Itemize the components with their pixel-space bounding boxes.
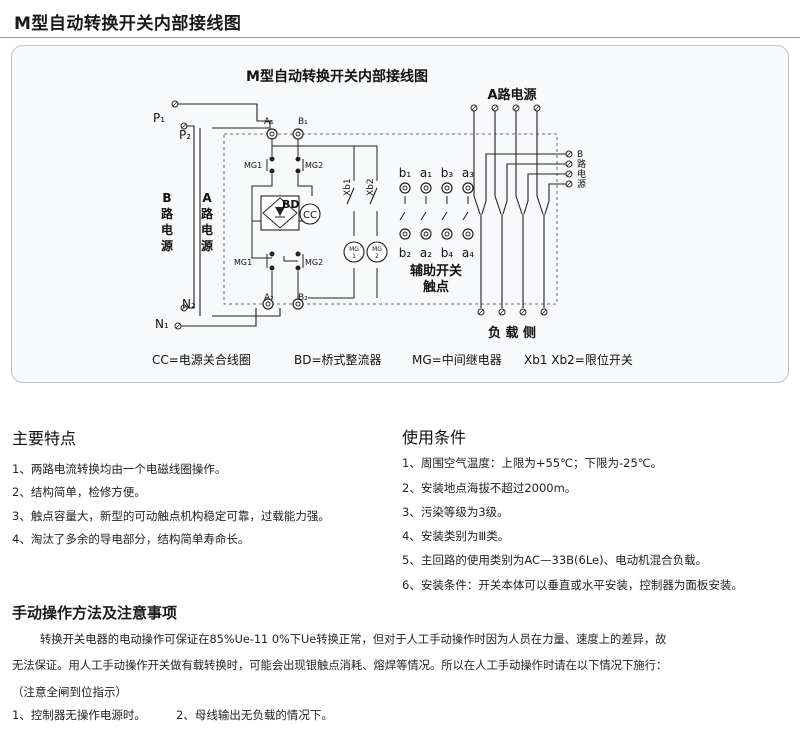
feature-item: 1、两路电流转换均由一个电磁线圈操作。 bbox=[12, 462, 227, 476]
aux-top-terminals bbox=[399, 182, 474, 194]
svg-text:路: 路 bbox=[201, 206, 214, 221]
label-b1: B₁ bbox=[298, 117, 308, 127]
condition-item: 1、周围空气温度：上限为+55℃；下限为-25℃。 bbox=[402, 456, 663, 470]
label-a1: A₁ bbox=[264, 117, 274, 127]
condition-item: 2、安装地点海拔不超过2000m。 bbox=[402, 481, 577, 495]
svg-text:辅助开关: 辅助开关 bbox=[410, 263, 462, 279]
main-contact-wiring bbox=[473, 111, 569, 308]
aux-switches bbox=[399, 196, 469, 221]
xb2-label: Xb2 bbox=[366, 178, 376, 196]
wiring-diagram: M型自动转换开关内部接线图 P₁ P₂ N₂ N₁ B 路 电 源 A 路 bbox=[152, 68, 633, 367]
condition-item: 6、安装条件：开关本体可以垂直或水平安装，控制器为面板安装。 bbox=[402, 578, 743, 592]
svg-text:a₂: a₂ bbox=[420, 246, 432, 260]
label-cc: CC bbox=[303, 210, 317, 221]
features-heading: 主要特点 bbox=[12, 429, 77, 448]
svg-text:b₄: b₄ bbox=[441, 246, 454, 260]
label-mg1-bot: MG1 bbox=[234, 258, 252, 267]
mg1-coil-num: 1 bbox=[352, 253, 356, 260]
svg-text:B: B bbox=[162, 191, 171, 205]
b-source-vertical-label: B 路 电 源 bbox=[161, 191, 174, 253]
label-p2: P₂ bbox=[179, 128, 191, 142]
svg-text:源: 源 bbox=[161, 238, 173, 253]
svg-text:a₄: a₄ bbox=[462, 246, 474, 260]
svg-text:A: A bbox=[202, 191, 212, 205]
label-bd: BD bbox=[282, 198, 300, 211]
title-divider bbox=[0, 37, 800, 38]
manual-paragraph-line2: 无法保证。用人工手动操作开关做有载转换时，可能会出现银触点消耗、熔焊等情况。所以… bbox=[12, 659, 668, 672]
b-source-lines bbox=[175, 103, 281, 327]
mg2-coil-label: MG bbox=[372, 246, 382, 253]
aux-caption: 辅助开关 触点 bbox=[410, 263, 462, 295]
bridge-rectifier bbox=[260, 195, 300, 231]
svg-text:Xb2: Xb2 bbox=[366, 178, 376, 196]
svg-text:Xb1: Xb1 bbox=[343, 178, 353, 196]
aux-top-labels: b₁ a₁ b₃ a₃ bbox=[399, 166, 474, 180]
manual-condition-2: 2、母线输出无负载的情况下。 bbox=[176, 708, 333, 722]
limit-switches bbox=[346, 187, 378, 205]
load-side-label: 负 载 侧 bbox=[488, 325, 536, 341]
svg-text:电: 电 bbox=[577, 168, 586, 180]
xb1-label: Xb1 bbox=[343, 178, 353, 196]
legend-mg: MG=中间继电器 bbox=[412, 352, 502, 367]
svg-text:a₃: a₃ bbox=[462, 166, 474, 180]
mg-top-contacts bbox=[266, 156, 304, 174]
feature-item: 4、淘汰了多余的导电部分，结构简单寿命长。 bbox=[12, 532, 250, 546]
manual-paragraph-line1: 转换开关电器的电动操作可保证在85%Ue-11 0%下Ue转换正常，但对于人工手… bbox=[40, 633, 667, 646]
mg1-coil-label: MG bbox=[349, 246, 359, 253]
feature-item: 3、触点容量大，新型的可动触点机构稳定可靠，过载能力强。 bbox=[12, 509, 330, 523]
svg-text:路: 路 bbox=[577, 158, 586, 170]
condition-item: 4、安装类别为Ⅲ类。 bbox=[402, 529, 510, 543]
label-mg2-top: MG2 bbox=[305, 161, 323, 170]
label-mg1-top: MG1 bbox=[244, 161, 262, 170]
cc-coil bbox=[299, 203, 321, 225]
condition-item: 5、主回路的使用类别为AC—33B(6Le)、电动机混合负载。 bbox=[402, 553, 708, 567]
manual-heading: 手动操作方法及注意事项 bbox=[12, 604, 178, 622]
diagram-panel: M型自动转换开关内部接线图 P₁ P₂ N₂ N₁ B 路 电 源 A 路 bbox=[11, 45, 789, 383]
svg-text:触点: 触点 bbox=[422, 279, 449, 295]
load-terminals bbox=[477, 308, 548, 316]
b-source-right-terminals bbox=[565, 150, 573, 188]
label-p1: P₁ bbox=[153, 111, 165, 125]
svg-text:b₁: b₁ bbox=[399, 166, 412, 180]
a-source-terminals bbox=[470, 104, 541, 112]
svg-text:源: 源 bbox=[577, 179, 586, 190]
svg-text:b₂: b₂ bbox=[399, 246, 412, 260]
label-mg2-bot: MG2 bbox=[305, 258, 323, 267]
svg-text:b₃: b₃ bbox=[441, 166, 454, 180]
label-a2: A₂ bbox=[264, 293, 274, 303]
label-n2: N₂ bbox=[182, 297, 196, 311]
conditions-heading: 使用条件 bbox=[402, 428, 467, 447]
switch-enclosure bbox=[223, 133, 558, 305]
legend-cc: CC=电源关合线圈 bbox=[152, 352, 251, 367]
svg-text:电: 电 bbox=[161, 222, 173, 237]
svg-text:源: 源 bbox=[201, 238, 213, 253]
mg-bottom-contacts bbox=[266, 251, 304, 271]
manual-note: （注意全闸到位指示） bbox=[12, 685, 127, 699]
svg-text:B: B bbox=[577, 150, 583, 160]
legend-xb: Xb1 Xb2=限位开关 bbox=[524, 352, 633, 367]
aux-bottom-labels: b₂ a₂ b₄ a₄ bbox=[399, 246, 474, 260]
legend-bd: BD=桥式整流器 bbox=[294, 352, 382, 367]
svg-text:路: 路 bbox=[161, 206, 174, 221]
a-source-vertical-label: A 路 电 源 bbox=[201, 191, 214, 253]
b-source-right-label: B 路 电 源 bbox=[577, 150, 586, 190]
svg-text:a₁: a₁ bbox=[420, 166, 432, 180]
diagram-title: M型自动转换开关内部接线图 bbox=[246, 68, 428, 85]
mg2-coil-num: 2 bbox=[375, 253, 379, 260]
mg-coils bbox=[343, 241, 388, 263]
label-b2: B₂ bbox=[298, 293, 308, 303]
control-wiring bbox=[251, 139, 378, 299]
a-source-label: A路电源 bbox=[487, 87, 536, 103]
label-n1: N₁ bbox=[155, 317, 169, 331]
feature-item: 2、结构简单，检修方便。 bbox=[12, 485, 146, 499]
svg-text:电: 电 bbox=[201, 222, 213, 237]
page-title: M型自动转换开关内部接线图 bbox=[14, 14, 242, 34]
manual-condition-1: 1、控制器无操作电源时。 bbox=[12, 708, 146, 722]
aux-bottom-terminals bbox=[399, 228, 474, 240]
condition-item: 3、污染等级为3级。 bbox=[402, 505, 509, 519]
